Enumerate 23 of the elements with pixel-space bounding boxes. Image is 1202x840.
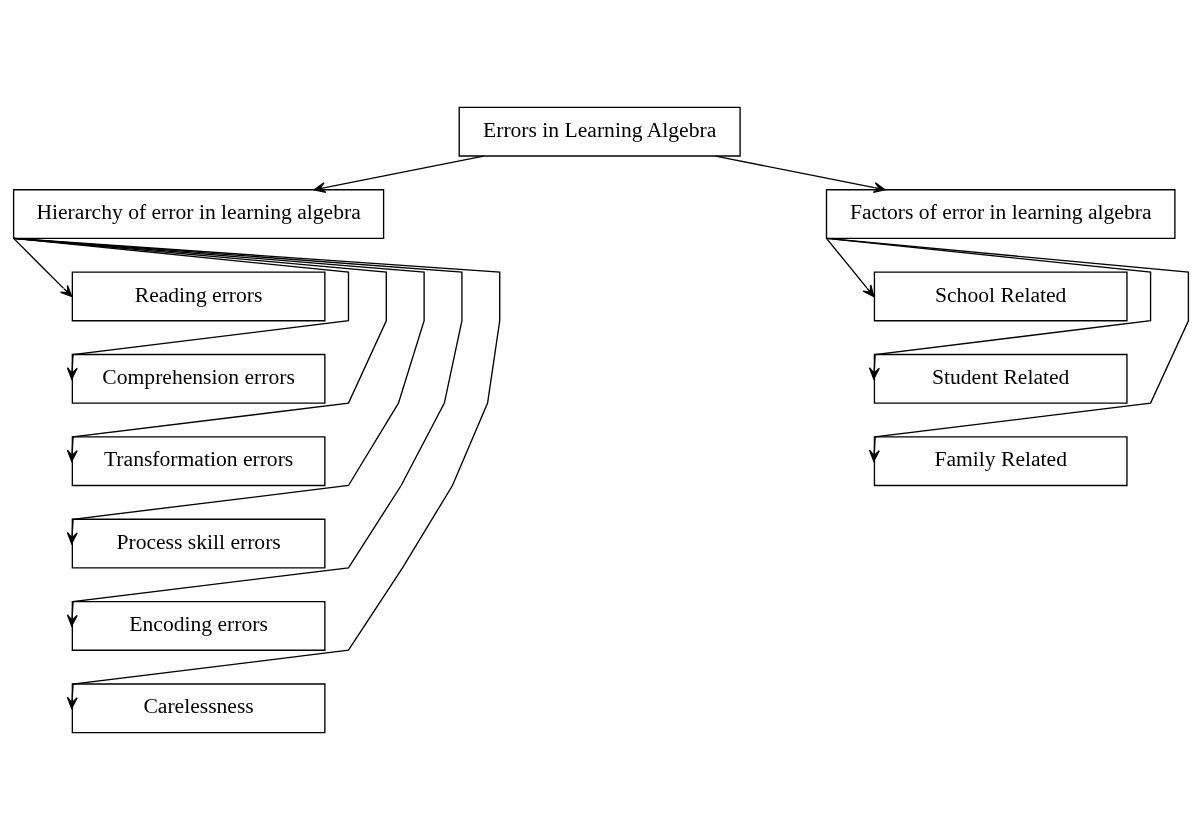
node-box: Carelessness	[71, 683, 326, 734]
node-box: Reading errors	[71, 271, 326, 322]
node-box: Factors of error in learning algebra	[825, 189, 1176, 240]
node-box: Transformation errors	[71, 436, 326, 487]
arrow	[825, 237, 875, 298]
arrow	[12, 237, 501, 709]
arrow	[714, 155, 886, 194]
node-box: Hierarchy of error in learning algebra	[12, 189, 385, 240]
node-box: School Related	[873, 271, 1128, 322]
arrow	[825, 237, 1152, 380]
node-box: Encoding errors	[71, 600, 326, 651]
arrow	[12, 237, 350, 380]
arrow	[12, 237, 73, 298]
arrow	[12, 237, 425, 545]
node-box: Comprehension errors	[71, 353, 326, 404]
arrow	[12, 237, 463, 627]
node-box: Student Related	[873, 353, 1128, 404]
node-box: Process skill errors	[71, 518, 326, 569]
arrow	[313, 155, 485, 194]
node-box: Errors in Learning Algebra	[458, 106, 741, 157]
arrow	[825, 237, 1190, 462]
node-box: Family Related	[873, 436, 1128, 487]
arrow	[12, 237, 387, 462]
